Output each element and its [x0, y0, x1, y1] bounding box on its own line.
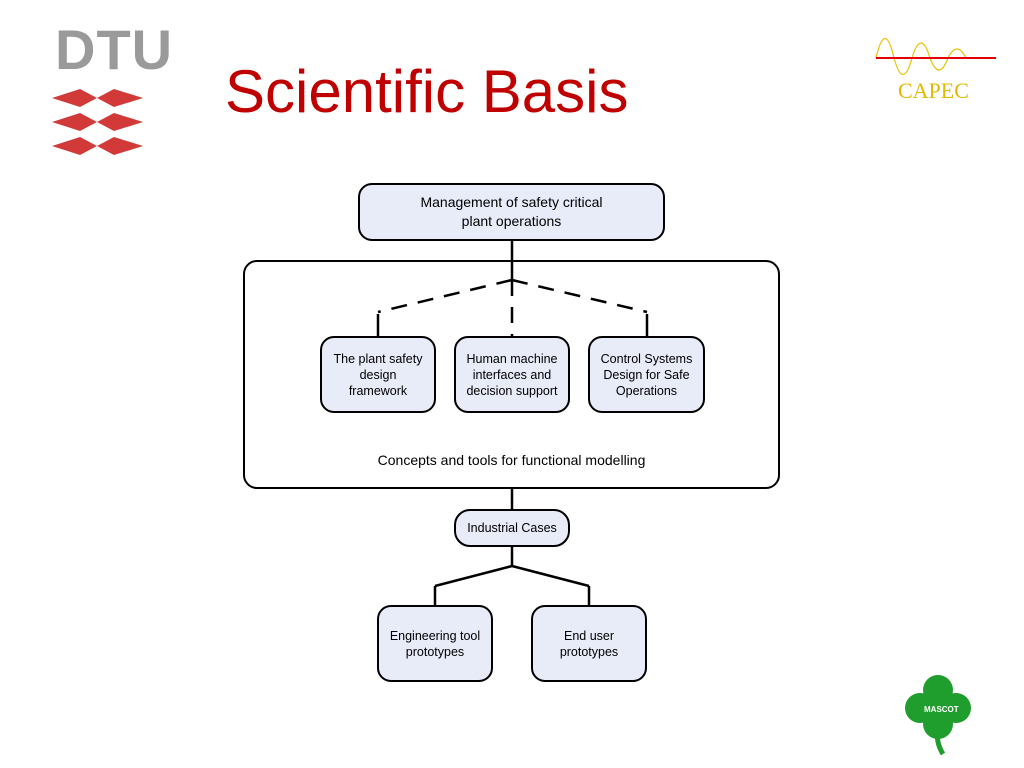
mascot-logo-text: MASCOT — [924, 705, 959, 714]
node-label: Management of safety critical plant oper… — [420, 194, 603, 229]
node-end-user-prototypes: End user prototypes — [531, 605, 647, 682]
node-label: Engineering tool prototypes — [389, 628, 481, 659]
node-control-systems-design: Control Systems Design for Safe Operatio… — [588, 336, 705, 413]
node-industrial-cases: Industrial Cases — [454, 509, 570, 547]
slide-title: Scientific Basis — [225, 58, 629, 125]
node-engineering-tool-prototypes: Engineering tool prototypes — [377, 605, 493, 682]
node-label: Control Systems Design for Safe Operatio… — [600, 351, 693, 398]
node-management-safety-critical: Management of safety critical plant oper… — [358, 183, 665, 241]
node-label: Human machine interfaces and decision su… — [466, 351, 558, 398]
capec-logo-icon — [875, 37, 996, 76]
node-plant-safety-design-framework: The plant safety design framework — [320, 336, 436, 413]
capec-logo-text: CAPEC — [898, 78, 969, 103]
node-human-machine-interfaces: Human machine interfaces and decision su… — [454, 336, 570, 413]
node-label: End user prototypes — [559, 628, 619, 659]
node-label: Industrial Cases — [467, 521, 557, 535]
container-label: Concepts and tools for functional modell… — [377, 452, 646, 468]
dtu-logo-icon — [52, 89, 143, 155]
dtu-logo-text: DTU — [55, 18, 174, 81]
node-label: The plant safety design framework — [333, 351, 423, 398]
clover-logo-icon — [905, 675, 971, 756]
